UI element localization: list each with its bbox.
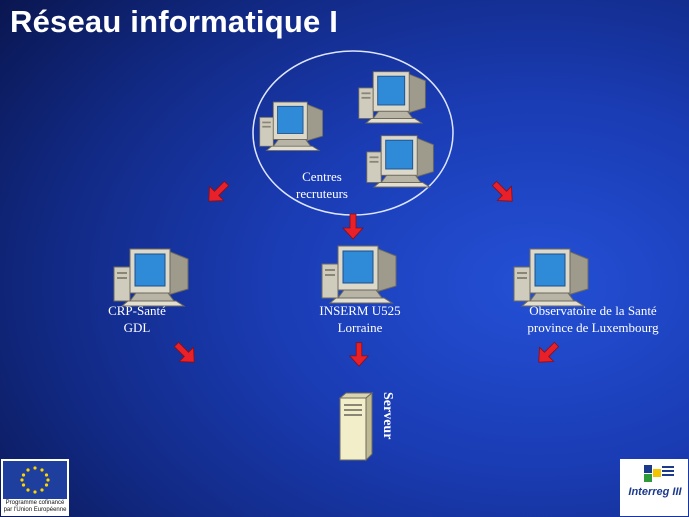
- arrow-from-inserm-icon: [345, 336, 373, 372]
- computer-icon: [512, 245, 592, 307]
- observatoire-label: Observatoire de la Santé province de Lux…: [527, 303, 659, 335]
- centres-label: Centres recruteurs: [296, 169, 348, 201]
- computer-icon: [258, 98, 326, 152]
- computer-icon: [320, 242, 400, 304]
- arrow-from-observatoire-icon: [527, 332, 569, 374]
- computer-icon: [357, 68, 429, 124]
- slide-title: Réseau informatique I: [10, 4, 339, 39]
- arrow-from-crp-icon: [164, 332, 206, 374]
- server-icon: [338, 392, 374, 462]
- inserm-label: INSERM U525 Lorraine: [319, 303, 401, 335]
- arrow-to-inserm-icon: [338, 208, 368, 244]
- crp-label: CRP-Santé GDL: [108, 303, 166, 335]
- eu-flag-icon: [3, 461, 67, 499]
- serveur-label: Serveur: [380, 392, 395, 440]
- interreg-logo: Interreg III: [620, 459, 688, 516]
- eu-logo: Programme cofinancé par l'Union Européen…: [1, 459, 69, 516]
- computer-icon: [112, 245, 192, 307]
- interreg-emblem-icon: [644, 465, 674, 482]
- interreg-wordmark: Interreg III: [628, 486, 682, 498]
- arrow-to-crp-icon: [197, 171, 239, 213]
- arrow-to-observatoire-icon: [482, 171, 524, 213]
- computer-icon: [365, 132, 437, 188]
- eu-caption: Programme cofinancé par l'Union Européen…: [3, 500, 67, 513]
